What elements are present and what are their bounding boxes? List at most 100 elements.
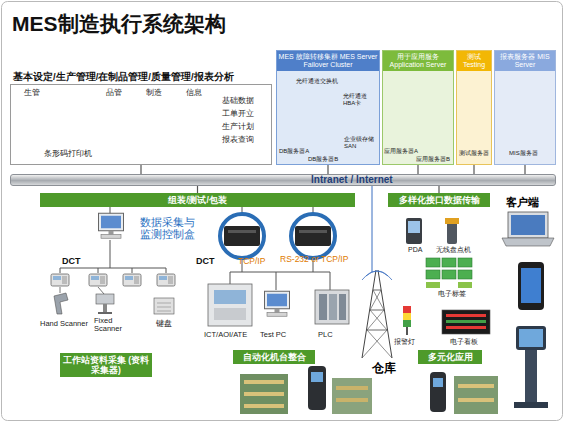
warehouse-photo [240,374,288,414]
keypad [157,307,171,308]
laptop [502,238,554,246]
part-label: DCT [62,257,81,267]
part-label: 测试服务器 [459,150,491,157]
laptop [502,212,554,246]
test-machine [208,284,252,326]
warehouse-photo [332,378,372,414]
kiosk [514,326,548,408]
band-label: 组装/测试/包装 [168,195,227,205]
band-label: 自动化机台整合 [243,352,306,362]
wire [132,268,133,273]
radio-tower [367,330,392,358]
part-label: Fixed Scanner [94,317,128,334]
part-label: PLC [318,331,333,339]
alarm-light [403,320,411,327]
part-label: 光纤通道HBA卡 [343,93,379,106]
panel-heading: 基本设定/生产管理/在制品管理/质量管理/报表分析 [13,71,234,84]
electronic-tag [426,258,440,267]
warehouse-photo [454,376,498,414]
display-board [446,320,486,323]
part-label: 工单开立 [222,110,254,119]
part-label: 条形码打印机 [44,150,92,158]
alarm-light [403,306,411,313]
electronic-tag [426,270,440,279]
dct-terminal [89,274,107,286]
plc-unit [329,294,337,320]
part-label: 客户端 [506,196,539,208]
radio-tower [370,290,381,310]
part-label: RS-232 or TCP/IP [280,255,348,264]
part-label: 生产计划 [222,123,254,132]
part-label: 键盘 [156,320,172,328]
warehouse-photo [244,380,284,384]
handheld-scanner [433,378,443,387]
smartphone [521,268,541,303]
part-label: 应用服务器A [384,148,418,155]
connector-line [417,165,418,174]
radio-tower [373,290,384,310]
plc-unit [319,294,327,320]
handheld-scanner [430,372,446,412]
warehouse-photo [244,404,284,408]
section-band: 多样化接口数据传输 [388,193,490,207]
keypad [157,311,171,312]
part-label: 光纤通道交换机 [296,78,338,84]
part-label: DB服务器B [308,156,338,163]
laptop [511,215,545,235]
radio-tower [362,271,392,280]
group-heading: MES 故障转移集群 MES Server Failover Cluster [277,51,379,71]
dct-terminal [123,274,141,286]
wire [60,268,61,273]
section-label: 工作站资料采集 (资料采集器) [60,353,152,377]
connector-line [524,165,525,174]
radio-tower [362,270,392,358]
section-band: 组装/测试/包装 [40,193,355,207]
test-pc [265,291,290,316]
part-label: ICT/AOI/ATE [204,331,247,339]
wire [60,268,166,269]
control-box [224,226,260,246]
connector-line [197,186,198,193]
plc-unit [339,294,346,320]
electronic-tag [458,258,472,267]
wireless-scanner [445,218,459,244]
part-label: 报警灯 [394,338,415,346]
handheld-scanner [311,372,323,382]
electronic-tag [442,270,456,279]
electronic-tag [458,282,472,288]
section-label: 自动化机台整合 [233,350,315,364]
monitor-pc [99,213,124,238]
scanner [54,287,114,314]
wire [276,272,277,290]
control-box [291,214,335,258]
display-board [442,310,490,334]
warehouse-photo [458,398,494,402]
pda [408,221,420,233]
warehouse-photo [336,398,368,402]
server-group: 报表服务器 MIS Server [494,50,556,165]
scanner [54,293,68,314]
wire [166,268,167,273]
scanner [96,294,114,304]
part-label: TCP/IP [238,257,265,266]
radio-tower [367,310,384,330]
part-label: 信息 [186,89,202,98]
area-label: 仓库 [372,362,396,375]
plc-unit [315,290,349,324]
part-label: DB服务器A [279,148,309,155]
dct-terminal [51,274,69,286]
kiosk [525,350,537,402]
smartphone [518,262,544,310]
group-heading: 用于应用服务 Application Server [383,51,453,71]
server-group: MES 故障转移集群 MES Server Failover Cluster [276,50,380,165]
radio-tower [370,310,384,311]
radio-tower [370,310,387,330]
plc-unit [315,290,349,324]
network-label: Intranet / Internet [311,174,393,186]
connector-line [438,186,439,193]
test-machine [214,290,246,304]
part-label: 应用服务器B [416,156,450,163]
connector-line [473,165,474,174]
